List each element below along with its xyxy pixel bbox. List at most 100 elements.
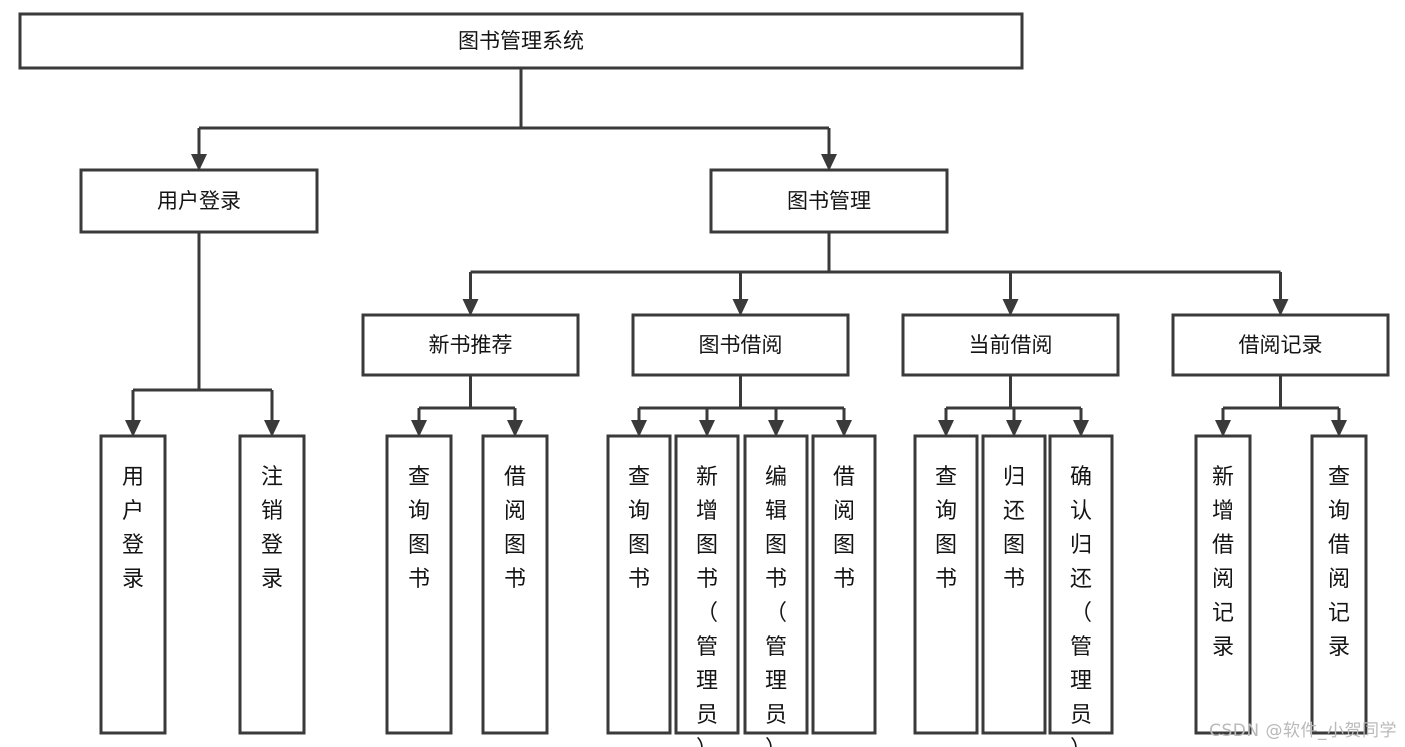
node-label-char: 借 (833, 465, 855, 490)
node-label-char: 图 (1003, 533, 1025, 558)
arrow-head-icon (768, 420, 784, 437)
node-label-char: 员 (696, 703, 718, 728)
node-label-char: 管 (1070, 635, 1092, 660)
node-book-manage[interactable]: 图书管理 (709, 168, 949, 234)
node-label-char: 书 (833, 567, 855, 592)
arrow-head-icon (732, 299, 749, 316)
node-box (1310, 434, 1368, 735)
node-label-char: 登 (261, 533, 283, 558)
node-label-char: ） (1070, 737, 1092, 747)
node-label: 当前借阅 (969, 333, 1053, 357)
arrow-head-icon (1073, 420, 1089, 437)
node-label-char: 增 (1212, 499, 1234, 524)
node-label-char: 还 (1070, 567, 1092, 592)
node-label-char: 查 (628, 465, 650, 490)
node-book-borrow[interactable]: 图书借阅 (631, 313, 850, 377)
node-box (811, 434, 877, 735)
node-label-char: 书 (935, 567, 957, 592)
node-label-char: 辑 (765, 499, 787, 524)
node-label: 借阅记录 (1239, 333, 1323, 357)
node-label-char: 询 (408, 499, 430, 524)
arrow-head-icon (1006, 420, 1022, 437)
node-label-char: 员 (765, 703, 787, 728)
node-label-char: 询 (935, 499, 957, 524)
node-box (385, 434, 453, 735)
node-label-char: 阅 (504, 499, 526, 524)
node-box (981, 434, 1047, 735)
arrow-head-icon (1272, 299, 1289, 316)
node-label-char: 录 (261, 567, 283, 592)
node-box (743, 434, 809, 735)
node-label-char: 销 (261, 499, 283, 524)
node-leaf-user-login[interactable]: 用户登录 (99, 434, 167, 735)
node-label-char: 书 (1003, 567, 1025, 592)
node-label-char: 录 (1328, 635, 1350, 660)
node-label-char: 理 (765, 669, 787, 694)
node-label-char: 认 (1070, 499, 1092, 524)
node-label-char: 书 (408, 567, 430, 592)
node-box (1048, 434, 1114, 735)
node-label-char: 员 (1070, 703, 1092, 728)
node-current-borrow[interactable]: 当前借阅 (901, 313, 1120, 377)
node-label-char: 图 (628, 533, 650, 558)
node-box (631, 313, 850, 377)
node-label-char: 图 (504, 533, 526, 558)
arrow-head-icon (411, 420, 427, 437)
arrow-head-icon (191, 154, 207, 171)
node-label-char: 图 (696, 533, 718, 558)
connector-layer (125, 68, 1347, 437)
node-label-char: 借 (504, 465, 526, 490)
arrow-head-icon (836, 420, 852, 437)
node-label-char: 图 (765, 533, 787, 558)
node-label-char: 户 (122, 499, 144, 524)
node-label-char: 记 (1328, 601, 1350, 626)
node-label: 用户登录 (157, 189, 241, 213)
node-user-login[interactable]: 用户登录 (79, 168, 319, 234)
node-label-char: 录 (1212, 635, 1234, 660)
arrow-head-icon (938, 420, 954, 437)
node-label-char: 记 (1212, 601, 1234, 626)
node-label-char: ） (696, 737, 718, 747)
arrow-head-icon (264, 420, 280, 437)
node-label-char: 编 (765, 465, 787, 490)
node-box (99, 434, 167, 735)
node-label-char: 图 (408, 533, 430, 558)
node-label-char: 阅 (833, 499, 855, 524)
node-label-char: 管 (765, 635, 787, 660)
node-label-char: 管 (696, 635, 718, 660)
node-box (1194, 434, 1252, 735)
csdn-watermark: CSDN @软件_小贺同学 (1209, 721, 1397, 741)
arrow-head-icon (699, 420, 715, 437)
node-label-char: 归 (1003, 465, 1025, 490)
node-box (79, 168, 319, 234)
node-box (361, 313, 580, 377)
node-borrow-record[interactable]: 借阅记录 (1171, 313, 1390, 377)
node-label-char: （ (765, 601, 787, 626)
arrow-head-icon (1002, 299, 1019, 316)
arrow-head-icon (1331, 420, 1347, 437)
node-label-char: 注 (261, 465, 283, 490)
node-label-char: 理 (1070, 669, 1092, 694)
node-label-char: 用 (122, 465, 144, 490)
arrow-head-icon (631, 420, 647, 437)
node-root[interactable]: 图书管理系统 (18, 12, 1024, 70)
node-new-book-rec[interactable]: 新书推荐 (361, 313, 580, 377)
node-label-char: 查 (1328, 465, 1350, 490)
node-label-char: 归 (1070, 533, 1092, 558)
node-label-char: ） (765, 737, 787, 747)
node-label-char: 增 (696, 499, 718, 524)
node-label: 图书管理系统 (458, 29, 584, 53)
node-box (18, 12, 1024, 70)
